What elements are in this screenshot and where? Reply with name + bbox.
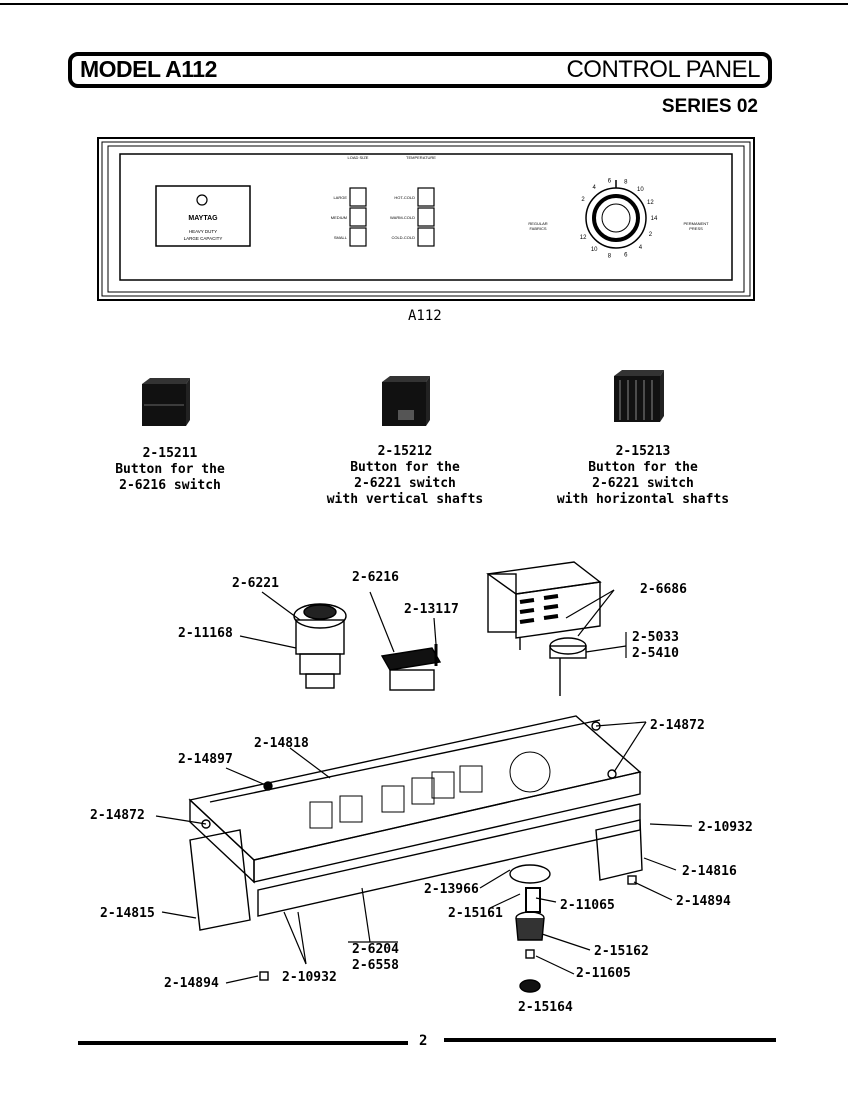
svg-text:SMALL: SMALL	[334, 235, 348, 240]
timer-dial-icon	[585, 180, 647, 249]
dial-number: 8	[624, 179, 628, 185]
button-caption-3: 2-15213 Button for the 2-6221 switch wit…	[556, 444, 730, 507]
dial-number: 6	[608, 179, 612, 185]
dial-number: 4	[639, 245, 643, 251]
svg-text:LARGE CAPACITY: LARGE CAPACITY	[184, 236, 223, 241]
exploded-parts-drawing	[155, 561, 693, 993]
svg-text:COLD-COLD: COLD-COLD	[391, 235, 415, 240]
part-label-13117: 2-13117	[404, 602, 459, 617]
dial-number: 2	[649, 232, 653, 238]
control-panel-illustration: MAYTAG HEAVY DUTY LARGE CAPACITY LOAD SI…	[97, 137, 755, 301]
part-label-6558: 2-6558	[352, 958, 399, 973]
part-label-6216: 2-6216	[352, 570, 399, 585]
header-frame	[68, 52, 772, 88]
svg-text:PERMANENT: PERMANENT	[683, 221, 709, 226]
part-label-11168: 2-11168	[178, 626, 233, 641]
part-label-5410: 2-5410	[632, 646, 679, 661]
part-label-5033: 2-5033	[632, 630, 679, 645]
part-label-14815: 2-14815	[100, 906, 155, 921]
dial-number: 2	[581, 197, 585, 203]
button-caption-1: 2-15211 Button for the 2-6216 switch	[115, 446, 225, 493]
part-label-15161: 2-15161	[448, 906, 503, 921]
svg-text:PRESS: PRESS	[689, 226, 703, 231]
footer-rule-right	[444, 1038, 776, 1042]
part-label-14816: 2-14816	[682, 864, 737, 879]
load-size-title: LOAD SIZE	[348, 155, 369, 160]
part-label-10932-right: 2-10932	[698, 820, 753, 835]
logo-text: MAYTAG	[188, 215, 218, 222]
part-label-14872-left: 2-14872	[90, 808, 145, 823]
dial-number: 6	[624, 253, 628, 259]
section-title: CONTROL PANEL	[566, 56, 760, 83]
dial-number: 10	[591, 247, 598, 253]
dial-number: 4	[593, 185, 597, 191]
dial-number: 8	[608, 253, 612, 259]
svg-text:FABRICS: FABRICS	[529, 226, 546, 231]
button-15213-image	[614, 370, 664, 422]
svg-text:REGULAR: REGULAR	[528, 221, 547, 226]
button-15211-image	[142, 378, 190, 426]
top-rule	[0, 3, 848, 5]
dial-number: 12	[647, 200, 654, 206]
load-size-buttons: LARGE MEDIUM SMALL	[331, 187, 367, 247]
dial-number: 14	[651, 216, 658, 222]
part-label-14872-top: 2-14872	[650, 718, 705, 733]
svg-text:HOT-COLD: HOT-COLD	[394, 195, 415, 200]
svg-text:MEDIUM: MEDIUM	[331, 215, 347, 220]
page-number: 2	[419, 1033, 428, 1049]
footer-rule-left	[78, 1041, 408, 1045]
part-label-11605: 2-11605	[576, 966, 631, 981]
part-label-11065: 2-11065	[560, 898, 615, 913]
part-label-14818: 2-14818	[254, 736, 309, 751]
panel-caption: A112	[408, 308, 442, 324]
part-label-14894-bottom: 2-14894	[164, 976, 219, 991]
button-15212-image	[382, 376, 430, 426]
part-label-15162: 2-15162	[594, 944, 649, 959]
part-label-14897: 2-14897	[178, 752, 233, 767]
maytag-logo-icon	[196, 194, 208, 206]
svg-text:LARGE: LARGE	[333, 195, 347, 200]
series-label: SERIES 02	[661, 96, 758, 117]
button-caption-2: 2-15212 Button for the 2-6221 switch wit…	[326, 444, 484, 507]
dial-number: 12	[580, 235, 587, 241]
dial-numbers: 2 4 6 8 10 12 14 2 4 6 8 10 12	[580, 179, 658, 260]
part-label-14894-right: 2-14894	[676, 894, 731, 909]
temperature-title: TEMPERATURE	[406, 155, 436, 160]
temperature-buttons: HOT-COLD WARM-COLD COLD-COLD	[390, 187, 435, 247]
model-title: MODEL A112	[80, 56, 217, 82]
part-label-15164: 2-15164	[518, 1000, 573, 1015]
part-label-6686: 2-6686	[640, 582, 687, 597]
part-label-6221: 2-6221	[232, 576, 279, 591]
svg-text:WARM-COLD: WARM-COLD	[390, 215, 415, 220]
part-label-10932-bottom: 2-10932	[282, 970, 337, 985]
part-label-6204: 2-6204	[352, 942, 399, 957]
dial-number: 10	[637, 187, 644, 193]
part-label-13966: 2-13966	[424, 882, 479, 897]
svg-text:HEAVY DUTY: HEAVY DUTY	[189, 229, 217, 234]
